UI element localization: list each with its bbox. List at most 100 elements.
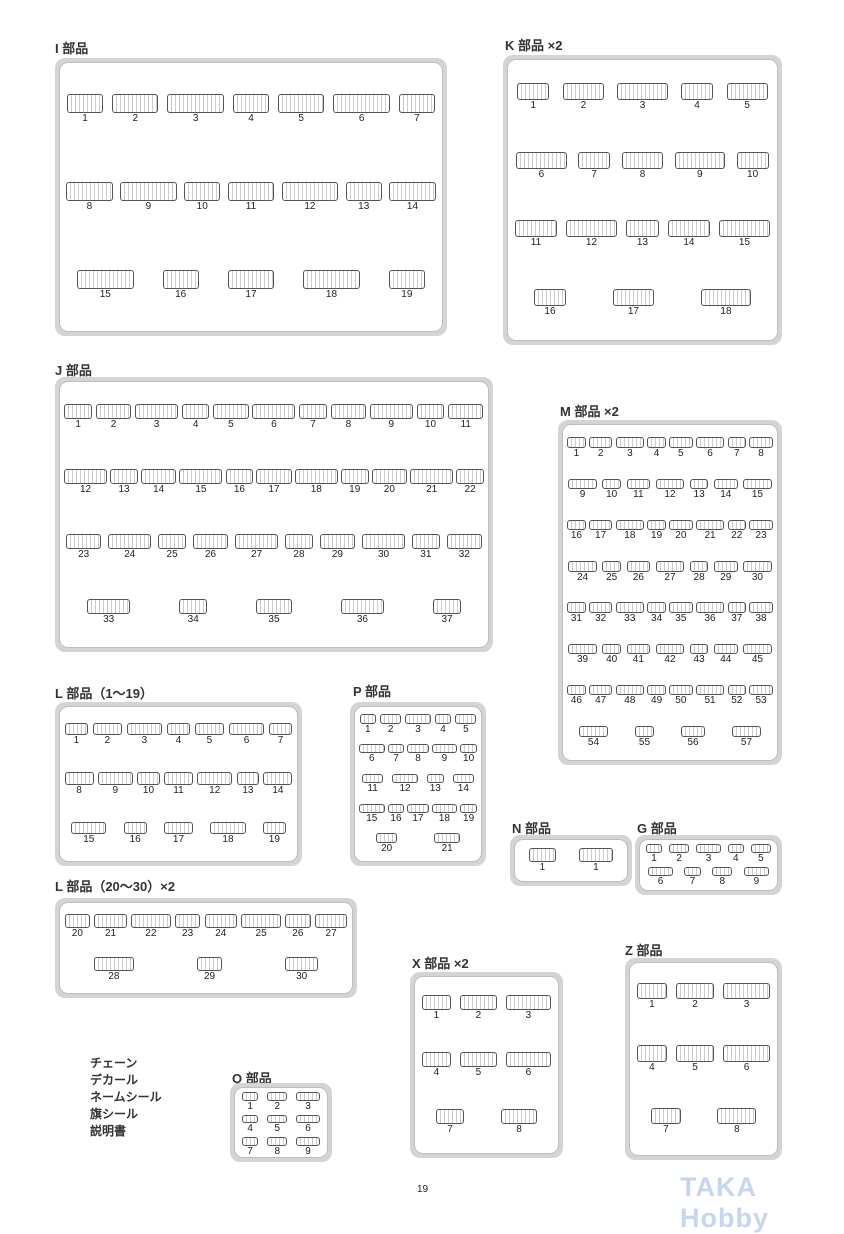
part-number: 47: [595, 695, 607, 707]
part: 41: [626, 643, 651, 665]
part: 13: [236, 772, 260, 796]
part-number: 2: [597, 447, 604, 459]
part: 5: [213, 404, 249, 430]
part-drawing: [460, 803, 477, 813]
part-number: 4: [732, 853, 739, 865]
sprue-title-q: Q 部品: [232, 1071, 272, 1086]
part-drawing: [727, 602, 747, 613]
part: 11: [163, 772, 193, 796]
part: 29: [714, 561, 738, 583]
part-number: 7: [447, 1124, 453, 1136]
part-number: 3: [415, 723, 421, 735]
part-number: 1: [530, 99, 537, 111]
part-drawing: [626, 478, 651, 490]
part: 8: [712, 867, 733, 887]
part-drawing: [588, 602, 613, 613]
part-drawing: [387, 803, 405, 813]
part-drawing: [319, 534, 356, 549]
part-drawing: [615, 437, 645, 448]
part-number: 17: [627, 306, 639, 318]
part: 46: [567, 684, 586, 706]
part-drawing: [64, 772, 94, 785]
part-drawing: [299, 404, 327, 419]
part: 1: [528, 847, 556, 873]
part-drawing: [123, 821, 147, 835]
part: 8: [749, 437, 773, 459]
part: 8: [621, 151, 664, 180]
part-drawing: [695, 437, 725, 448]
part-drawing: [333, 94, 390, 114]
part: 12: [655, 478, 685, 500]
part-drawing: [267, 1114, 287, 1124]
part: 2: [459, 994, 497, 1021]
part: 9: [97, 772, 133, 796]
part: 28: [689, 561, 709, 583]
part: 3: [615, 437, 645, 459]
part-drawing: [362, 534, 406, 549]
part: 10: [460, 744, 477, 764]
part-drawing: [516, 151, 567, 169]
sprue-title-g: G 部品: [637, 821, 677, 836]
part-drawing: [647, 684, 666, 696]
part-number: 36: [356, 613, 368, 625]
part-number: 9: [579, 489, 586, 501]
part-number: 1: [82, 113, 88, 125]
part-number: 22: [731, 530, 743, 542]
part-number: 15: [738, 237, 750, 249]
part-number: 22: [145, 928, 157, 940]
part-drawing: [689, 478, 709, 490]
part: 1: [517, 82, 550, 111]
part-number: 8: [86, 201, 93, 212]
part-drawing: [179, 599, 208, 614]
part-number: 30: [296, 970, 308, 982]
part-number: 15: [99, 288, 111, 300]
part-number: 24: [124, 548, 136, 560]
sprue-title-p: P 部品: [353, 684, 392, 699]
part: 4: [636, 1045, 668, 1073]
part: 27: [314, 914, 348, 939]
part-number: 37: [731, 612, 743, 624]
part-number: 6: [358, 113, 365, 125]
part-number: 29: [331, 548, 343, 560]
part-number: 2: [132, 113, 139, 125]
part-number: 40: [606, 654, 618, 666]
part-drawing: [167, 94, 224, 114]
part-drawing: [225, 469, 254, 484]
part: 20: [669, 519, 693, 541]
part-number: 9: [441, 753, 448, 765]
part: 3: [405, 714, 431, 735]
part: 9: [296, 1137, 320, 1157]
part-drawing: [732, 726, 761, 737]
part-number: 6: [538, 168, 545, 180]
part-drawing: [120, 181, 177, 201]
part-number: 12: [399, 783, 411, 795]
part-drawing: [669, 519, 693, 531]
part: 5: [455, 714, 477, 735]
other-items-list: チェーン デカール ネームシール 旗シール 説明書: [90, 1055, 162, 1140]
part: 12: [392, 773, 418, 795]
part: 3: [134, 404, 179, 430]
part-number: 7: [393, 753, 399, 765]
part-number: 16: [129, 834, 141, 846]
part: 34: [647, 602, 666, 624]
part-number: 29: [720, 571, 732, 583]
part: 24: [204, 914, 238, 939]
part-drawing: [744, 867, 769, 877]
part-number: 20: [71, 928, 83, 940]
part-drawing: [533, 289, 567, 307]
part-number: 10: [196, 201, 208, 212]
part-drawing: [192, 534, 229, 549]
part-drawing: [196, 956, 223, 971]
part: 50: [669, 684, 693, 706]
part-number: 25: [606, 571, 618, 583]
part-number: 15: [195, 483, 207, 495]
part-drawing: [137, 772, 160, 785]
part-drawing: [655, 478, 685, 490]
part-number: 4: [649, 1061, 655, 1073]
part: 7: [387, 744, 405, 765]
part-drawing: [314, 914, 348, 929]
part-drawing: [232, 94, 270, 114]
